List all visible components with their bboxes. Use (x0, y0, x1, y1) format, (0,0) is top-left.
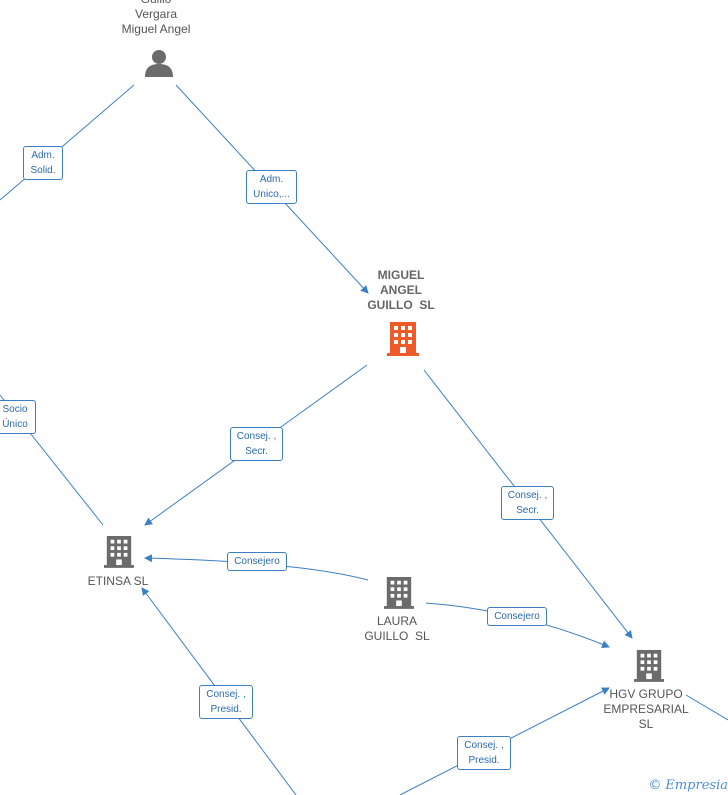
company-miguel-angel-guillo-sl-label[interactable]: MIGUEL ANGEL GUILLO SL (367, 268, 435, 312)
edge-label-adm-unico[interactable]: Adm. Unico,... (246, 170, 297, 204)
building-icon-main[interactable] (387, 320, 419, 356)
brand-logo: ©Empresia (648, 778, 728, 793)
person-icon[interactable] (144, 48, 174, 78)
edge-label-socio-unico[interactable]: Socio Único (0, 400, 36, 434)
edge-adm-solid (0, 84, 135, 201)
building-icon-etinsa[interactable] (104, 534, 134, 568)
edge-label-consejero-2[interactable]: Consejero (487, 607, 547, 626)
person-name[interactable]: Guillo Vergara Miguel Angel (121, 0, 191, 36)
copyright-icon: © (648, 778, 662, 793)
edge-label-consej-presid-1[interactable]: Consej. , Presid. (199, 685, 253, 719)
edge-label-adm-solid[interactable]: Adm. Solid. (23, 146, 63, 180)
edge-label-consej-secr-2[interactable]: Consej. , Secr. (501, 486, 554, 520)
building-icon-laura-guillo[interactable] (384, 575, 414, 609)
company-laura-guillo-label[interactable]: LAURA GUILLO SL (364, 614, 430, 643)
edge-label-consej-presid-2[interactable]: Consej. , Presid. (457, 736, 511, 770)
building-icon-hgv[interactable] (634, 648, 664, 682)
edge-label-consejero-1[interactable]: Consejero (227, 552, 287, 571)
edge-hgv-out (685, 694, 728, 721)
company-hgv-label[interactable]: HGV GRUPO EMPRESARIAL SL (603, 687, 689, 731)
company-etinsa-label[interactable]: ETINSA SL (87, 574, 149, 588)
brand-name: Empresia (665, 778, 728, 793)
edge-label-consej-secr-1[interactable]: Consej. , Secr. (230, 427, 283, 461)
